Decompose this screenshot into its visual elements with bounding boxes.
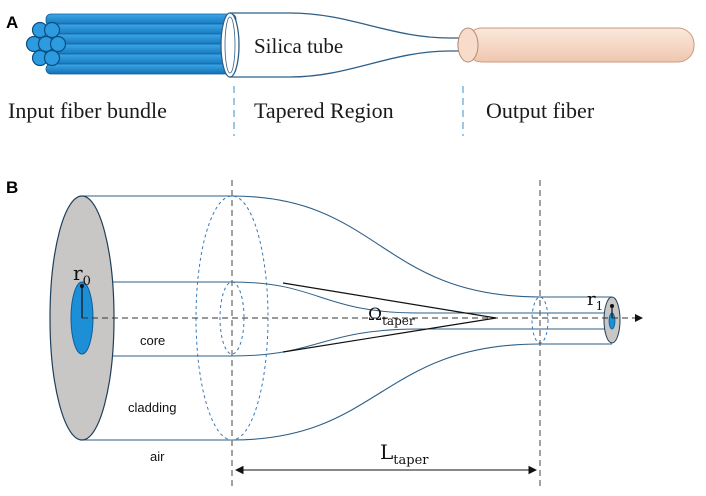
core-label: core (140, 333, 165, 348)
silica-tube-label: Silica tube (254, 34, 343, 58)
section-label-input: Input fiber bundle (8, 98, 167, 123)
air-label: air (150, 449, 165, 464)
length-taper-label: Ltaper (380, 440, 429, 468)
section-label-output: Output fiber (486, 98, 595, 123)
section-label-tapered: Tapered Region (254, 98, 394, 123)
panel-b-label: B (6, 178, 18, 197)
output-end-face (603, 296, 621, 344)
r0-marker (80, 284, 84, 288)
panel-a-label: A (6, 13, 18, 32)
taper-angle-line-lower (282, 317, 497, 353)
output-fiber (457, 27, 695, 63)
r1-marker (610, 304, 614, 308)
taper-core-profile (82, 281, 612, 357)
taper-angle-line-upper (282, 282, 497, 319)
panel-b: B (6, 178, 643, 490)
taper-outer-profile (82, 195, 612, 441)
bundle-end-face (25, 21, 67, 67)
cladding-label: cladding (128, 400, 176, 415)
panel-a: A Sili (6, 12, 695, 136)
omega-taper-label: Ωtaper (368, 305, 415, 328)
input-fiber-bundle (25, 13, 237, 75)
r0-label: r0 (73, 261, 91, 289)
silica-tube: Silica tube (220, 12, 467, 78)
r1-label: r1 (587, 289, 603, 313)
